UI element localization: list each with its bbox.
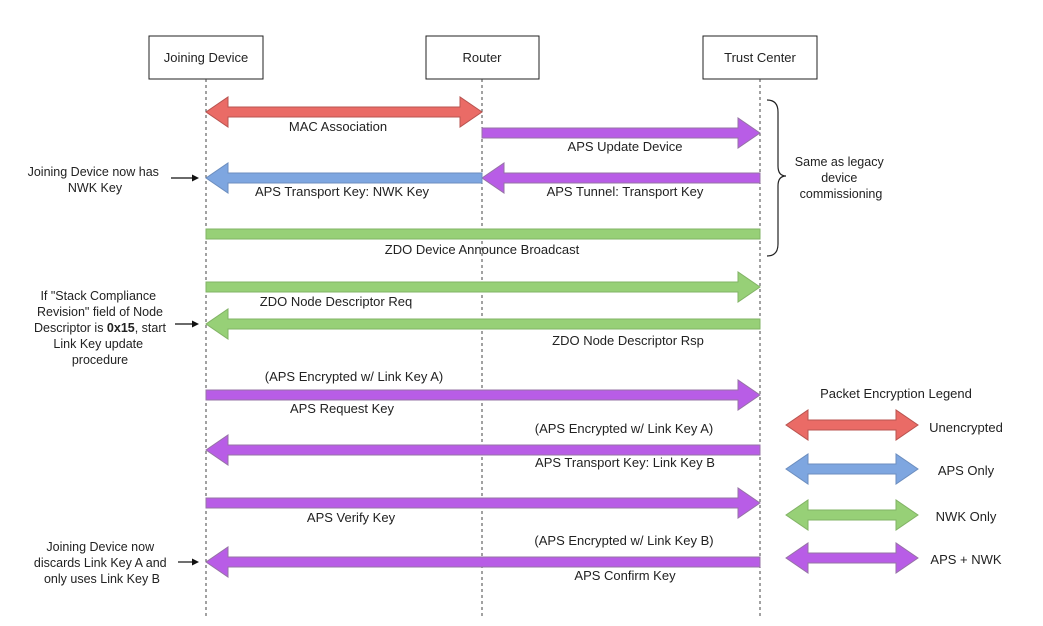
arrow-aps-request-key: [205, 379, 761, 411]
participant-router: Router: [425, 35, 540, 80]
label-zdo-node-descriptor-req: ZDO Node Descriptor Req: [260, 294, 412, 309]
note-line: procedure: [72, 353, 128, 367]
brace-note: Same as legacy device commissioning: [795, 155, 887, 201]
note-line: If "Stack Compliance: [40, 289, 156, 303]
participant-joining-device: Joining Device: [148, 35, 264, 80]
note-line: Joining Device now has: [28, 165, 159, 179]
svg-text:Joining Device now has N: Joining Device now has NWK Key: [28, 165, 163, 195]
note-nwk-key: Joining Device now has NWK Key: [28, 165, 199, 195]
brace-note-line: Same as legacy: [795, 155, 885, 169]
arrow-aps-update-device: [481, 117, 761, 149]
arrow-zdo-device-announce: [205, 228, 761, 240]
note-line: Revision" field of Node: [37, 305, 163, 319]
legend-arrow-aps-nwk: [785, 542, 919, 574]
arrow-zdo-node-descriptor-req: [205, 271, 761, 303]
svg-text:Joining Device now disca: Joining Device now discards Link Key A a…: [34, 540, 170, 586]
annotation-aps-request-key: (APS Encrypted w/ Link Key A): [265, 369, 443, 384]
note-line: only uses Link Key B: [44, 572, 160, 586]
note-bold-value: 0x15: [107, 321, 135, 335]
label-aps-verify-key: APS Verify Key: [307, 510, 396, 525]
legend-arrow-nwk-only: [785, 499, 919, 531]
label-zdo-node-descriptor-rsp: ZDO Node Descriptor Rsp: [552, 333, 704, 348]
legend-label-nwk-only: NWK Only: [936, 509, 997, 524]
arrow-aps-verify-key: [205, 487, 761, 519]
legend-title: Packet Encryption Legend: [820, 386, 972, 401]
arrow-aps-transport-key-nwk: [205, 162, 483, 194]
arrow-aps-transport-key-link: [205, 434, 761, 466]
label-zdo-device-announce: ZDO Device Announce Broadcast: [385, 242, 580, 257]
annotation-aps-confirm-key: (APS Encrypted w/ Link Key B): [534, 533, 713, 548]
legend-arrow-aps-only: [785, 453, 919, 485]
brace-note-line: commissioning: [800, 187, 883, 201]
legend-label-aps-nwk: APS + NWK: [930, 552, 1001, 567]
note-pointer-arrowhead: [192, 558, 199, 566]
label-aps-transport-key-link: APS Transport Key: Link Key B: [535, 455, 715, 470]
label-aps-tunnel-transport-key: APS Tunnel: Transport Key: [547, 184, 704, 199]
note-stack-compliance: If "Stack Compliance Revision" field of …: [34, 289, 199, 367]
label-mac-association: MAC Association: [289, 119, 387, 134]
label-aps-confirm-key: APS Confirm Key: [574, 568, 676, 583]
label-aps-transport-key-nwk: APS Transport Key: NWK Key: [255, 184, 430, 199]
participant-label: Trust Center: [724, 50, 796, 65]
participant-trust-center: Trust Center: [702, 35, 818, 80]
legend-arrow-unencrypted: [785, 409, 919, 441]
note-line: discards Link Key A and: [34, 556, 167, 570]
label-aps-request-key: APS Request Key: [290, 401, 395, 416]
svg-text:Link Key update procedur: Link Key update procedure: [53, 337, 146, 367]
arrow-zdo-node-descriptor-rsp: [205, 308, 761, 340]
note-line: Joining Device now: [46, 540, 155, 554]
label-aps-update-device: APS Update Device: [568, 139, 683, 154]
legend-label-aps-only: APS Only: [938, 463, 995, 478]
note-line: Link Key update: [53, 337, 143, 351]
note-line: Descriptor is: [34, 321, 107, 335]
legend: Packet Encryption Legend Unencrypted APS…: [785, 386, 1003, 574]
arrow-aps-tunnel-transport-key: [481, 162, 761, 194]
participant-label: Router: [462, 50, 502, 65]
arrow-aps-confirm-key: [205, 546, 761, 578]
note-line: , start: [135, 321, 167, 335]
svg-text:Descriptor is 0x15, start: Descriptor is 0x15, start: [34, 321, 167, 335]
note-pointer-arrowhead: [192, 320, 199, 328]
participant-label: Joining Device: [164, 50, 249, 65]
legend-label-unencrypted: Unencrypted: [929, 420, 1003, 435]
legacy-commissioning-brace: [766, 99, 787, 257]
note-line: NWK Key: [68, 181, 123, 195]
annotation-aps-transport-key-link: (APS Encrypted w/ Link Key A): [535, 421, 713, 436]
arrow-mac-association: [205, 96, 483, 128]
note-pointer-arrowhead: [192, 174, 199, 182]
svg-text:If "Stack Compliance Rev: If "Stack Compliance Revision" field of …: [37, 289, 163, 319]
brace-note-line: device: [821, 171, 857, 185]
note-discard-key: Joining Device now discards Link Key A a…: [34, 540, 199, 586]
